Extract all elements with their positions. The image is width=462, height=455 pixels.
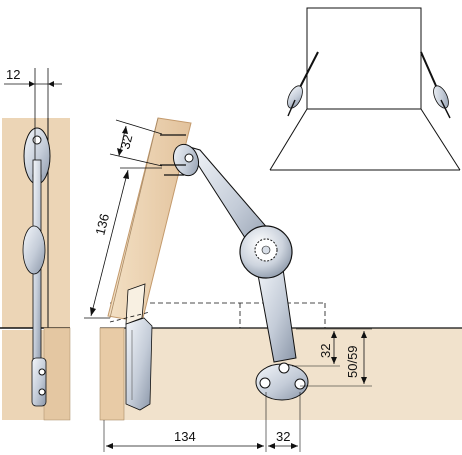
screw-icon	[38, 388, 46, 396]
side-view: 12	[0, 67, 71, 421]
dim-horizontal-distance: 134	[174, 429, 196, 444]
cabinet-side-panel	[99, 327, 125, 421]
door-dimensions: 32 136	[84, 119, 163, 319]
screw-icon	[294, 378, 306, 390]
hinge-cup	[125, 317, 153, 411]
lift-stay-icon	[420, 51, 451, 119]
dim-base-vertical-range: 50/59	[345, 345, 360, 378]
lift-stay-icon	[287, 51, 319, 117]
cabinet-inset-diagram	[269, 7, 461, 171]
cabinet-outline-icon	[269, 7, 461, 171]
screw-icon	[38, 368, 46, 376]
pivot-icon	[278, 362, 290, 374]
dim-base-vertical-spacing: 32	[318, 344, 333, 358]
door-screws	[160, 134, 186, 176]
pivot-icon	[184, 153, 194, 163]
screw-icon	[259, 377, 271, 389]
dim-base-horizontal-spacing: 32	[276, 429, 290, 444]
dim-door-hole-spacing: 32	[117, 133, 135, 151]
screw-icon	[32, 135, 42, 145]
base-hinge	[109, 283, 153, 411]
dim-door-height: 136	[92, 212, 112, 237]
arm-side-profile	[22, 225, 46, 275]
lift-stay-arm	[172, 143, 309, 401]
base-vertical-dimensions: 32 50/59	[292, 328, 372, 387]
lower-mount-plate	[31, 357, 47, 407]
bottom-horizontal-dimensions: 134 32	[103, 392, 301, 452]
dim-side-offset: 12	[6, 67, 20, 82]
